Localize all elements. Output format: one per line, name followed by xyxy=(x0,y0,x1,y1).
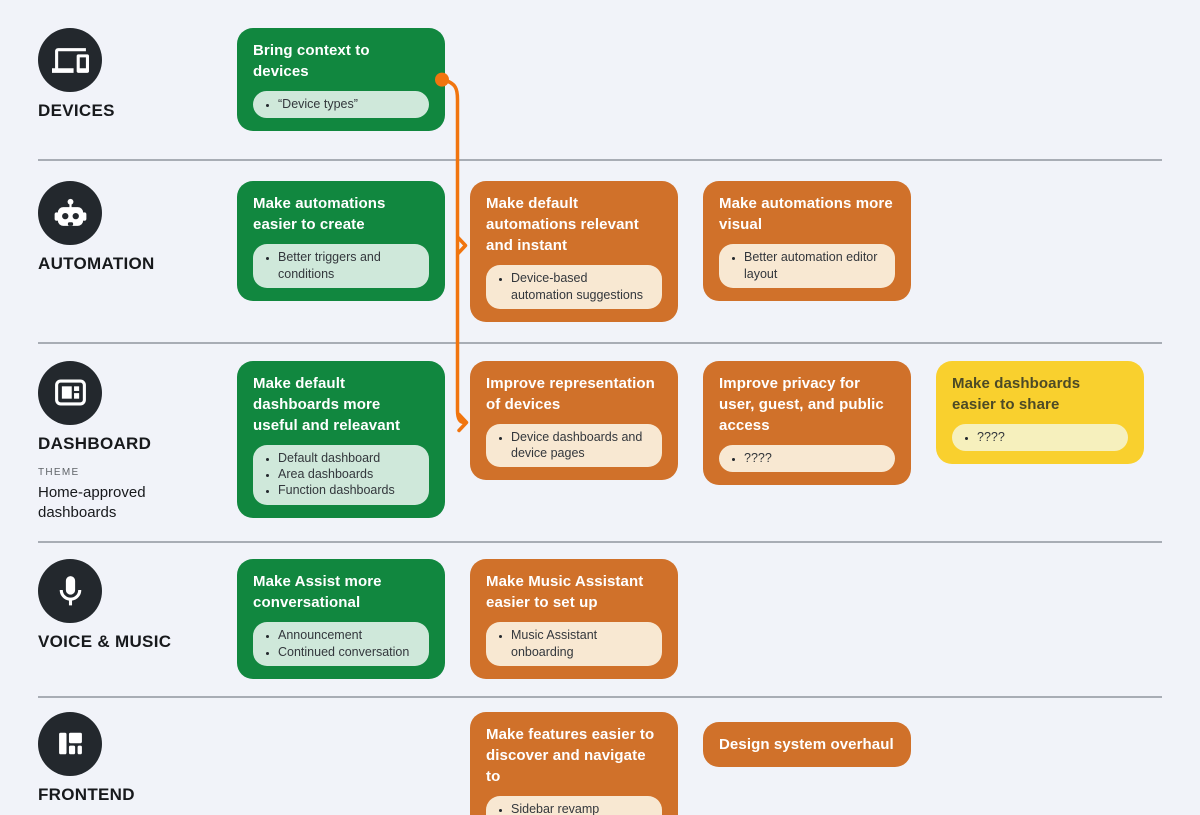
card-title: Make features easier to discover and nav… xyxy=(486,725,655,785)
card-title: Make default automations relevant and in… xyxy=(486,195,639,255)
row-label-cell: AUTOMATION xyxy=(38,181,212,274)
row-label: DEVICES xyxy=(38,101,115,120)
card-title: Bring context to devices xyxy=(253,42,370,80)
roadmap-board: DEVICES Bring context to devices “Device… xyxy=(38,0,1162,815)
theme-value: Home-approved dashboards xyxy=(38,483,146,521)
bullet-item: Better triggers and conditions xyxy=(278,249,419,282)
bullet-item: Area dashboards xyxy=(278,466,419,482)
card-make-music-assistant-easier-to-set-up: Make Music Assistant easier to set up Mu… xyxy=(470,559,678,679)
row-label-cell: DEVICES xyxy=(38,28,212,121)
bullet-item: Default dashboard xyxy=(278,450,419,466)
card-improve-privacy-for-user-guest-and-public-access: Improve privacy for user, guest, and pub… xyxy=(703,360,911,485)
card-make-assist-more-conversational: Make Assist more conversational Announce… xyxy=(237,559,445,679)
card-title: Make Assist more conversational xyxy=(253,573,382,612)
card-title: Design system overhaul xyxy=(719,735,894,753)
card-bring-context-to-devices: Bring context to devices “Device types” xyxy=(237,28,445,132)
layout-icon xyxy=(38,711,102,776)
card-bullet-pill: Default dashboardArea dashboardsFunction… xyxy=(253,444,429,505)
theme-label: THEME xyxy=(38,466,80,478)
card-bullet-pill: Better triggers and conditions xyxy=(253,244,429,288)
row-label: AUTOMATION xyxy=(38,254,155,274)
row-label-cell: VOICE & MUSIC xyxy=(38,559,212,652)
card-bullet-pill: ???? xyxy=(719,444,895,472)
bullet-item: Device-based automation suggestions xyxy=(511,270,652,303)
card-bullet-pill: AnnouncementContinued conversation xyxy=(253,622,429,666)
robot-icon xyxy=(38,181,102,246)
card-bullet-pill: Device dashboards and device pages xyxy=(486,423,662,468)
card-make-default-automations-relevant-and-instant: Make default automations relevant and in… xyxy=(470,181,678,322)
row-label: DASHBOARD xyxy=(38,433,152,453)
card-bullet-pill: ???? xyxy=(952,423,1128,451)
roadmap-row-dashboard: DASHBOARD THEME Home-approved dashboards… xyxy=(38,341,1162,542)
roadmap-row-devices: DEVICES Bring context to devices “Device… xyxy=(38,0,1162,159)
card-improve-representation-of-devices: Improve representation of devices Device… xyxy=(470,360,678,481)
card-bullet-pill: Better automation editor layout xyxy=(719,244,895,288)
card-title: Make Music Assistant easier to set up xyxy=(486,573,644,612)
bullet-item: Device dashboards and device pages xyxy=(511,429,652,462)
roadmap-row-frontend: FRONTEND Make features easier to discove… xyxy=(38,695,1162,815)
bullet-item: Better automation editor layout xyxy=(744,249,885,282)
card-make-automations-more-visual: Make automations more visual Better auto… xyxy=(703,181,911,301)
card-make-dashboards-easier-to-share: Make dashboards easier to share ???? xyxy=(936,360,1144,464)
bullet-item: Sidebar revamp xyxy=(511,801,652,815)
roadmap-row-automation: AUTOMATION Make automations easier to cr… xyxy=(38,159,1162,342)
card-title: Make dashboards easier to share xyxy=(952,374,1081,413)
bullet-item: Announcement xyxy=(278,627,419,643)
row-theme-block: THEME Home-approved dashboards xyxy=(38,467,212,524)
card-title: Improve representation of devices xyxy=(486,374,655,413)
card-make-automations-easier-to-create: Make automations easier to create Better… xyxy=(237,181,445,301)
bullet-item: ???? xyxy=(744,450,885,466)
card-make-default-dashboards-more-useful-and-releavant: Make default dashboards more useful and … xyxy=(237,360,445,518)
card-title: Improve privacy for user, guest, and pub… xyxy=(719,374,884,434)
card-design-system-overhaul: Design system overhaul xyxy=(703,721,911,767)
roadmap-rows: DEVICES Bring context to devices “Device… xyxy=(38,0,1162,815)
dashboard-icon xyxy=(38,360,102,425)
card-bullet-pill: Music Assistant onboarding xyxy=(486,622,662,666)
card-bullet-pill: Device-based automation suggestions xyxy=(486,265,662,309)
card-title: Make automations easier to create xyxy=(253,195,386,234)
bullet-item: “Device types” xyxy=(278,96,419,112)
card-title: Make automations more visual xyxy=(719,195,893,234)
row-label-cell: DASHBOARD THEME Home-approved dashboards xyxy=(38,360,212,524)
card-bullet-pill: “Device types” xyxy=(253,91,429,119)
bullet-item: Continued conversation xyxy=(278,644,419,660)
row-label-cell: FRONTEND xyxy=(38,711,212,805)
row-label: VOICE & MUSIC xyxy=(38,632,172,652)
bullet-item: Music Assistant onboarding xyxy=(511,627,652,660)
bullet-item: Function dashboards xyxy=(278,482,419,498)
row-label: FRONTEND xyxy=(38,784,135,804)
card-bullet-pill: Sidebar revampSettings navigation revamp xyxy=(486,795,662,815)
card-make-features-easier-to-discover-and-navigate-to: Make features easier to discover and nav… xyxy=(470,711,678,815)
roadmap-row-voice-music: VOICE & MUSIC Make Assist more conversat… xyxy=(38,541,1162,696)
devices-icon xyxy=(38,28,102,92)
bullet-item: ???? xyxy=(977,429,1118,445)
microphone-icon xyxy=(38,559,102,624)
card-title: Make default dashboards more useful and … xyxy=(253,374,401,434)
